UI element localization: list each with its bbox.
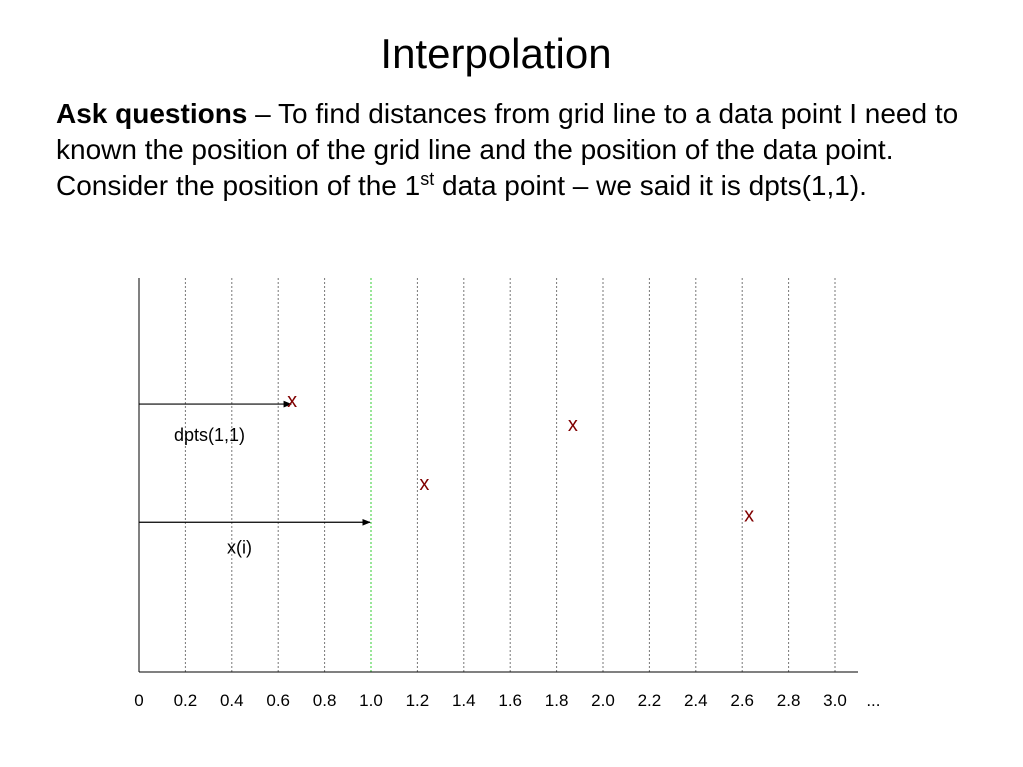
axis-tick-label: ... <box>866 691 880 710</box>
data-points: x x x x <box>287 390 754 526</box>
axis-tick-label: 0.8 <box>313 691 337 710</box>
grid-lines <box>184 278 836 672</box>
axis-tick-label: 1.8 <box>545 691 569 710</box>
slide-body-text: Ask questions – To find distances from g… <box>56 96 996 204</box>
axis-tick-label: 0.4 <box>220 691 244 710</box>
axis-tick-label: 2.6 <box>730 691 754 710</box>
axis-tick-label: 0.6 <box>266 691 290 710</box>
body-superscript: st <box>420 169 435 189</box>
arrows: dpts(1,1) x(i) <box>139 400 371 557</box>
body-lead-bold: Ask questions <box>56 98 248 129</box>
axis-tick-label: 1.0 <box>359 691 383 710</box>
data-point-marker: x <box>287 390 297 412</box>
slide-title: Interpolation <box>380 30 612 77</box>
data-point-marker: x <box>568 414 578 436</box>
axes <box>138 278 858 673</box>
axis-tick-label: 2.0 <box>591 691 615 710</box>
axis-tick-label: 1.6 <box>498 691 522 710</box>
axis-tick-label: 3.0 <box>823 691 847 710</box>
data-point-marker: x <box>419 473 429 495</box>
body-text-part2: data point – we said it is dpts(1,1). <box>434 170 867 201</box>
axis-tick-label: 2.2 <box>638 691 662 710</box>
axis-tick-label: 2.8 <box>777 691 801 710</box>
xi-arrow-label: x(i) <box>227 537 252 557</box>
dpts-arrow-label: dpts(1,1) <box>174 425 245 445</box>
axis-tick-label: 0 <box>134 691 143 710</box>
axis-tick-label: 0.2 <box>174 691 198 710</box>
data-point-marker: x <box>744 504 754 526</box>
axis-tick-label: 1.2 <box>406 691 430 710</box>
axis-tick-label: 1.4 <box>452 691 476 710</box>
axis-tick-labels: 0 0.2 0.4 0.6 0.8 1.0 1.2 1.4 1.6 1.8 2.0 2.2 2.4 2.6… <box>134 691 880 710</box>
axis-tick-label: 2.4 <box>684 691 708 710</box>
body-text-part1: – To find distances from grid line to a … <box>56 98 959 201</box>
